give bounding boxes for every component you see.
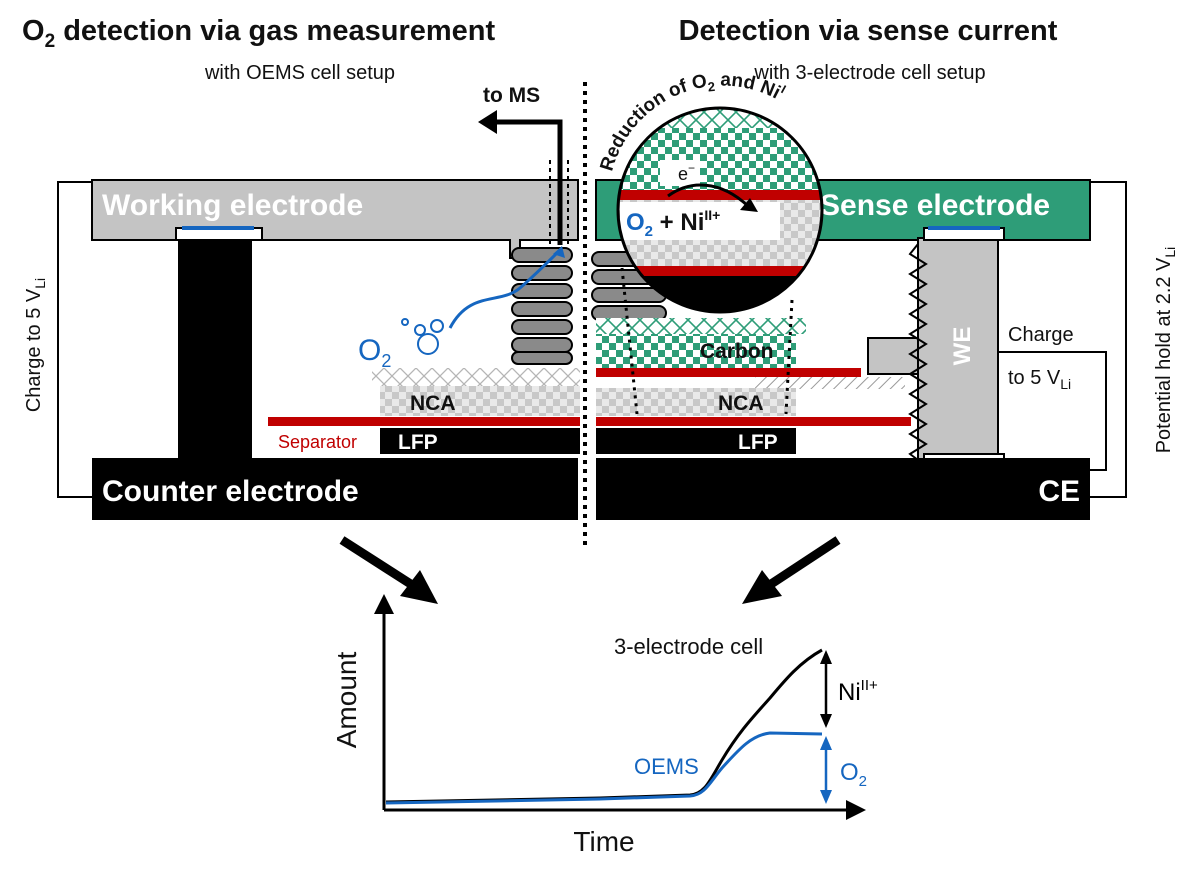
left-o2-label: O2 bbox=[358, 334, 391, 371]
amount-time-plot: Amount Time 3-electrode cell OEMS NiII+ … bbox=[331, 594, 878, 857]
o2-arrow-top-icon bbox=[820, 736, 832, 750]
right-nca-layer bbox=[596, 388, 796, 416]
right-separator bbox=[596, 417, 911, 426]
to-ms-arrow-icon bbox=[478, 110, 497, 134]
we-charge-wire bbox=[998, 351, 1107, 471]
hold-label-group: Potential hold at 2.2 VLi bbox=[1153, 247, 1178, 454]
we-spring bbox=[908, 243, 928, 461]
right-upper-separator bbox=[596, 368, 861, 377]
to-ms-label: to MS bbox=[483, 84, 540, 107]
working-electrode-label: Working electrode bbox=[102, 189, 363, 222]
right-green-x-layer bbox=[596, 318, 806, 334]
left-title: O2 detection via gas measurement bbox=[22, 15, 495, 52]
right-hatch-layer bbox=[755, 377, 905, 389]
right-lfp-label: LFP bbox=[738, 431, 778, 454]
left-down-arrowhead-icon bbox=[400, 570, 438, 604]
right-lfp-layer bbox=[596, 428, 796, 454]
zoom-magnifier: e− O2 + NiII+ bbox=[616, 106, 824, 314]
we-charge-label: Charge bbox=[1008, 324, 1074, 346]
electron-label: e− bbox=[678, 161, 695, 184]
electron-arrow bbox=[667, 183, 750, 208]
we-top-ring bbox=[928, 226, 1000, 230]
left-separator bbox=[268, 417, 580, 426]
ni-arrow-top-icon bbox=[820, 650, 832, 664]
counter-electrode-label: Counter electrode bbox=[102, 475, 359, 508]
left-nca-label: NCA bbox=[410, 392, 456, 415]
plot-o2-label: O2 bbox=[840, 759, 867, 790]
left-charge-label: Charge to 5 VLi bbox=[23, 278, 48, 412]
o2-bubbles-icon bbox=[401, 318, 444, 355]
left-lfp-label: LFP bbox=[398, 431, 438, 454]
y-axis-arrowhead-icon bbox=[374, 594, 394, 614]
x-axis-arrowhead-icon bbox=[846, 800, 866, 820]
ni-label: NiII+ bbox=[838, 677, 878, 706]
o2-flow-arrowhead bbox=[553, 246, 565, 258]
we-to5v-label: to 5 VLi bbox=[1008, 367, 1071, 392]
counter-electrode-right bbox=[596, 458, 1090, 520]
ni-arrow-bottom-icon bbox=[820, 714, 832, 728]
left-post bbox=[178, 236, 252, 468]
left-carbon-layer bbox=[372, 368, 580, 386]
three-electrode-curve bbox=[385, 648, 823, 804]
electron-arrowhead-icon bbox=[740, 198, 758, 212]
separator-label: Separator bbox=[278, 432, 357, 452]
hold-label: Potential hold at 2.2 VLi bbox=[1153, 247, 1178, 454]
svg-text:Charge to 5 VLi: Charge to 5 VLi bbox=[23, 278, 48, 412]
y-axis-label: Amount bbox=[331, 652, 362, 749]
svg-text:O2 detection via gas measureme: O2 detection via gas measurement bbox=[22, 15, 495, 52]
right-wire bbox=[1090, 181, 1127, 498]
oems-curve bbox=[385, 731, 823, 805]
we-label-group: WE bbox=[949, 327, 976, 366]
ce-label: CE bbox=[1038, 475, 1080, 508]
left-lfp-layer bbox=[380, 428, 580, 454]
zoom-line-left bbox=[620, 267, 639, 415]
right-subtitle: with 3-electrode cell setup bbox=[753, 62, 985, 84]
left-spring bbox=[511, 247, 573, 365]
oems-label: OEMS bbox=[634, 754, 699, 779]
o2-arrow-bottom-icon bbox=[820, 790, 832, 804]
zoom-line-right bbox=[784, 299, 794, 415]
x-axis-label: Time bbox=[573, 826, 634, 857]
left-down-arrow bbox=[339, 536, 423, 594]
sense-electrode-label: Sense electrode bbox=[820, 189, 1050, 222]
right-down-arrowhead-icon bbox=[742, 570, 782, 604]
left-seal-ring bbox=[182, 226, 254, 230]
left-wire bbox=[57, 181, 92, 498]
left-subtitle: with OEMS cell setup bbox=[204, 62, 395, 84]
right-down-arrow bbox=[759, 536, 841, 594]
counter-electrode bbox=[92, 458, 578, 520]
left-nca-layer bbox=[380, 386, 580, 416]
o2-flow-line bbox=[448, 248, 562, 329]
three-electrode-label: 3-electrode cell bbox=[614, 634, 763, 659]
reaction-label: O2 + NiII+ bbox=[626, 207, 720, 240]
we-label: WE bbox=[949, 327, 976, 366]
right-title: Detection via sense current bbox=[679, 15, 1058, 47]
right-carbon-label: Carbon bbox=[700, 340, 774, 363]
right-nca-label: NCA bbox=[718, 392, 764, 415]
gas-outlet-pipe bbox=[487, 119, 563, 245]
